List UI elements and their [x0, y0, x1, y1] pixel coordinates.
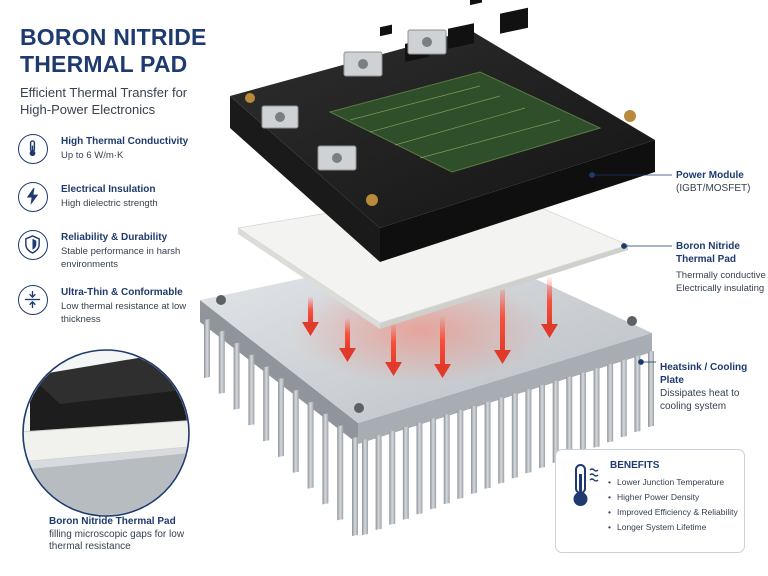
module-front-face [380, 140, 655, 262]
heat-arrow [541, 276, 558, 338]
heatsink-fin [539, 384, 546, 469]
heatsink-fin [525, 388, 532, 474]
heat-arrow [434, 316, 451, 378]
shield-icon [18, 230, 48, 260]
heatsink-fin [430, 418, 437, 510]
feature-electrical-insulation: Electrical Insulation High dielectric st… [18, 182, 218, 232]
brass-mount-hole [366, 194, 378, 206]
heatsink-fin [470, 405, 477, 494]
feature-desc: Up to 6 W/m·K [61, 150, 124, 161]
pad-edge [380, 245, 628, 329]
callout-power-module: Power Module (IGBT/MOSFET) [676, 169, 766, 195]
heatsink-fin [416, 422, 423, 515]
heatsink-fin [389, 430, 396, 525]
heatsink-fin [233, 342, 240, 410]
heatsink-left-face [200, 300, 358, 444]
brass-mount-hole [245, 93, 255, 103]
callout-heatsink: Heatsink / Cooling Plate Dissipates heat… [660, 361, 766, 413]
heatsink-fin [593, 367, 600, 448]
feature-title: Electrical Insulation [61, 184, 156, 195]
zoom-pad-layer [24, 419, 188, 463]
heat-arrow [385, 322, 402, 376]
heatsink-fin [457, 409, 464, 499]
benefit-item: Longer System Lifetime [608, 520, 738, 535]
heatsink-fin [484, 401, 491, 489]
circuit-board [328, 71, 602, 173]
callout-desc: (IGBT/MOSFET) [676, 183, 751, 194]
callout-title: Heatsink / Cooling Plate [660, 362, 748, 386]
benefit-item: Improved Efficiency & Reliability [608, 505, 738, 520]
benefits-box: BENEFITS Lower Junction Temperature High… [555, 449, 745, 553]
callout-desc: Dissipates heat to cooling system [660, 388, 740, 412]
heatsink-fin [511, 392, 518, 479]
heatsink-fins [204, 319, 654, 536]
zoom-caption: Boron Nitride Thermal Pad filling micros… [49, 516, 219, 554]
feature-title: Reliability & Durability [61, 232, 168, 243]
feature-desc: Stable performance in harsh environments [61, 246, 181, 270]
feature-desc: High dielectric strength [61, 198, 158, 209]
heatsink-fin [218, 330, 225, 394]
benefit-item: Higher Power Density [608, 490, 738, 505]
lightning-icon [18, 182, 48, 212]
power-module [230, 0, 655, 262]
callout-thermal-pad: Boron Nitride Thermal Pad Thermally cond… [676, 240, 766, 295]
compress-arrows-icon [18, 285, 48, 315]
heatsink-front-face [358, 333, 652, 444]
heatsink-fin [322, 413, 329, 505]
feature-desc: Low thermal resistance at low thickness [61, 301, 187, 325]
brass-mount-hole [624, 110, 636, 122]
heatsink-fin [443, 413, 450, 505]
heat-arrow [302, 296, 319, 336]
heat-flow-arrows [302, 276, 558, 378]
zoom-detail [22, 349, 190, 517]
feature-thermal-conductivity: High Thermal Conductivity Up to 6 W/m·K [18, 134, 218, 184]
feature-ultra-thin: Ultra-Thin & Conformable Low thermal res… [18, 285, 218, 335]
heatsink-fin [579, 371, 586, 453]
heatsink-fin [552, 380, 559, 463]
heatsink-fin [248, 354, 255, 426]
heat-arrow [494, 282, 511, 364]
circuit-traces [349, 85, 561, 159]
heatsink-fin [337, 425, 344, 521]
heatsink-fin [620, 359, 627, 438]
heatsink-fin [634, 355, 641, 433]
zoom-caption-desc: filling microscopic gaps for low thermal… [49, 528, 185, 553]
page-title: BORON NITRIDE THERMAL PAD [20, 24, 207, 77]
callout-desc: Thermally conductive Electrically insula… [676, 270, 766, 294]
benefits-title: BENEFITS [610, 460, 660, 471]
heatsink-fin [566, 376, 573, 458]
zoom-caption-title: Boron Nitride Thermal Pad [49, 516, 176, 527]
heatsink-fin [352, 437, 358, 536]
mount-hole-left [216, 295, 226, 305]
module-left-face [230, 96, 380, 262]
heatsink-fin [204, 319, 210, 378]
mount-hole-right [627, 316, 637, 326]
heatsink-fin [375, 434, 382, 530]
pad-side-edge [238, 228, 380, 329]
benefits-list: Lower Junction Temperature Higher Power … [608, 475, 738, 535]
heatsink-fin [362, 439, 368, 535]
heatsink-fin [607, 363, 614, 443]
thermometer-heat-icon [573, 464, 599, 506]
thermometer-icon [18, 134, 48, 164]
feature-title: High Thermal Conductivity [61, 136, 189, 147]
heatsink-fin [292, 389, 299, 473]
heatsink [200, 245, 654, 536]
terminal-screws [261, 29, 447, 171]
callout-title: Power Module [676, 170, 744, 181]
heatsink-fin [263, 366, 270, 442]
heatsink-fin [307, 401, 314, 489]
heatsink-fin [402, 426, 409, 520]
heat-arrow [339, 318, 356, 362]
mount-hole-front [354, 403, 364, 413]
callout-title: Boron Nitride Thermal Pad [676, 241, 740, 265]
heatsink-fin [498, 397, 505, 484]
page-subtitle: Efficient Thermal Transfer for High-Powe… [20, 85, 188, 117]
heatsink-fin [648, 351, 654, 427]
benefit-item: Lower Junction Temperature [608, 475, 738, 490]
feature-title: Ultra-Thin & Conformable [61, 287, 183, 298]
feature-reliability: Reliability & Durability Stable performa… [18, 230, 218, 280]
heatsink-fin [278, 378, 284, 457]
